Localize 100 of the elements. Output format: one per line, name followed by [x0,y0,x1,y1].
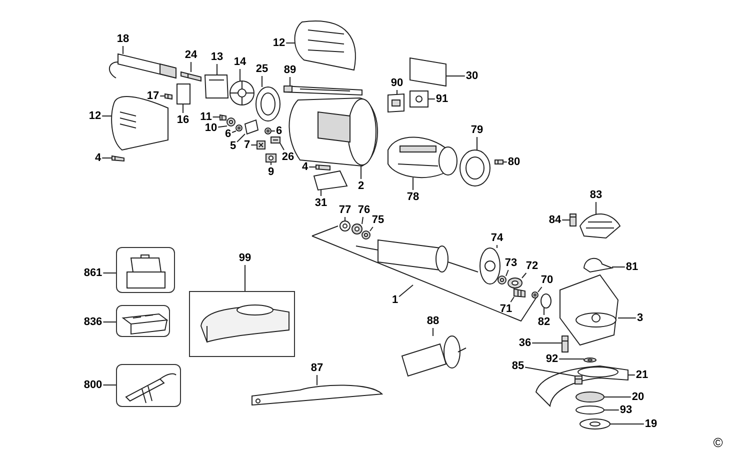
callout-number: 72 [526,260,538,272]
callout-number: 80 [508,156,520,168]
leader-line [360,166,362,180]
leader-line [280,142,284,150]
leader-line [218,126,228,128]
flange [576,392,604,402]
screw [494,160,504,164]
terminal-block [410,90,428,108]
leader-line [510,296,514,302]
bearing [340,220,350,232]
brush-holder [176,84,190,104]
callout-number: 99 [238,252,252,264]
leader-line [428,98,436,100]
callout-number: 861 [84,267,102,279]
callout-number: 14 [234,56,246,68]
callout-number: 84 [548,214,562,226]
callout-number: 88 [426,315,440,327]
switch-block [204,74,229,98]
leader-line [308,166,316,168]
callout-number: 3 [636,312,644,324]
spacer-ring [576,406,604,414]
leader-line [612,266,626,268]
lock-pin [562,336,568,352]
baffle-ring [256,86,280,122]
callout-number: 12 [272,37,286,49]
leader-line [522,272,527,278]
leader-line [286,42,296,44]
washer [584,358,596,362]
leader-line [506,270,509,276]
bearing-plate [460,150,490,186]
label-plate [410,57,446,87]
callout-number: 79 [470,124,484,136]
bushing [264,128,272,134]
callout-number: 26 [282,151,294,163]
leader-line [190,62,192,72]
callout-number: 92 [546,353,558,365]
leader-line [538,286,542,292]
callout-number: 24 [184,49,198,61]
gasket [584,258,612,272]
wire-channel [284,85,362,96]
side-handle [401,336,466,377]
callout-number: 10 [204,122,218,134]
callout-number: 25 [256,63,268,75]
field-coil [388,136,458,178]
callout-number: 800 [84,379,102,391]
callout-number: 87 [310,362,324,374]
callout-number: 90 [390,77,404,89]
callout-number: 78 [406,191,420,203]
leader-line [496,244,498,248]
callout-number: 11 [200,111,212,123]
callout-number: 20 [632,391,644,403]
leader-line [412,177,414,190]
callout-number: 7 [244,139,250,151]
leader-line [316,374,318,386]
leader-line [398,284,414,298]
callout-number: 9 [268,166,274,178]
flange-nut [580,418,610,430]
wheel-guard [536,366,628,406]
callout-number: 70 [540,274,554,286]
pin-wrench [252,384,382,406]
gear-cover [580,214,620,238]
callout-number: 82 [538,316,550,328]
screw [112,155,124,162]
washer [352,224,362,234]
callout-number: 16 [176,114,190,126]
cord-sleeve [180,71,202,82]
spring-clip [270,136,280,144]
callout-number: 73 [504,257,518,269]
leader-line [244,264,246,292]
callout-number: 76 [358,204,370,216]
leader-line [476,136,478,150]
power-cord [108,53,176,79]
callout-number: 4 [302,161,308,173]
copyright-symbol: © [713,437,723,449]
leader-line [604,396,632,398]
callout-number: 12 [88,110,102,122]
callout-number: 81 [626,261,638,273]
callout-number: 93 [620,404,632,416]
callout-number: 13 [210,51,224,63]
leader-line [182,104,184,114]
leader-line [558,358,584,360]
leader-line [396,90,398,94]
o-ring [540,294,552,308]
callout-number: 85 [512,360,524,372]
leader-line [216,64,218,76]
brush-clip [266,154,276,162]
leader-line [236,134,246,142]
leader-line [628,374,636,376]
callout-number: 836 [84,316,102,328]
callout-number: 6 [276,125,282,137]
leader-line [270,130,276,132]
leader-line [362,216,364,224]
accessory-panel [189,291,295,357]
callout-number: 2 [358,180,364,192]
terminal-clip [388,93,404,113]
gear-case [560,274,619,346]
callout-number: 89 [284,64,296,76]
callout-number: 30 [466,70,478,82]
callout-number: 36 [518,337,532,349]
callout-number: 74 [490,232,504,244]
